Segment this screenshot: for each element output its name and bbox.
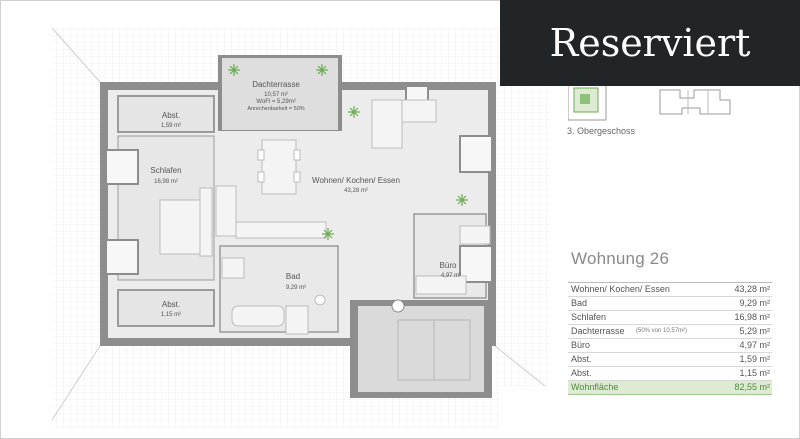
bad-area: 9,29 m² — [286, 285, 306, 291]
buero-name: Büro — [440, 261, 457, 270]
abst1-name: Abst. — [162, 111, 180, 120]
apartment-title: Wohnung 26 — [571, 249, 670, 268]
buero-area: 4,97 m² — [441, 273, 461, 279]
terrace-wofl: WoFl = 5,29m² — [256, 99, 295, 105]
kitchen — [215, 185, 237, 237]
dining-table — [261, 139, 297, 195]
schlafen-name: Schlafen — [150, 166, 181, 175]
wohnen-name: Wohnen/ Kochen/ Essen — [312, 176, 400, 185]
schlafen-area: 16,98 m² — [154, 179, 178, 185]
table-row: Abst.1,15 m² — [568, 367, 772, 381]
abst2-name: Abst. — [162, 300, 180, 309]
entrance-icon — [391, 299, 405, 313]
abst1-area: 1,59 m² — [161, 123, 181, 129]
sofa — [371, 99, 403, 149]
abst2-area: 1,15 m² — [161, 312, 181, 318]
bathtub — [231, 305, 285, 327]
wohnen-area: 43,28 m² — [344, 188, 368, 194]
bed — [159, 199, 205, 255]
staircase — [358, 306, 484, 392]
floor-label: 3. Obergeschoss — [567, 126, 636, 136]
bad-name: Bad — [286, 272, 300, 281]
floor-overview — [568, 84, 731, 121]
table-row: Abst.1,59 m² — [568, 353, 772, 367]
reserved-badge: Reserviert — [500, 0, 800, 86]
terrace-name: Dachterrasse — [252, 80, 300, 89]
terrace-area: 10,57 m² — [264, 92, 288, 98]
roof-grid-right — [500, 86, 550, 386]
table-row: Dachterrasse(50% von 10,57m²)5,29 m² — [568, 325, 772, 339]
terrace-anrech: Anrechenbarkeit = 50% — [247, 106, 304, 112]
